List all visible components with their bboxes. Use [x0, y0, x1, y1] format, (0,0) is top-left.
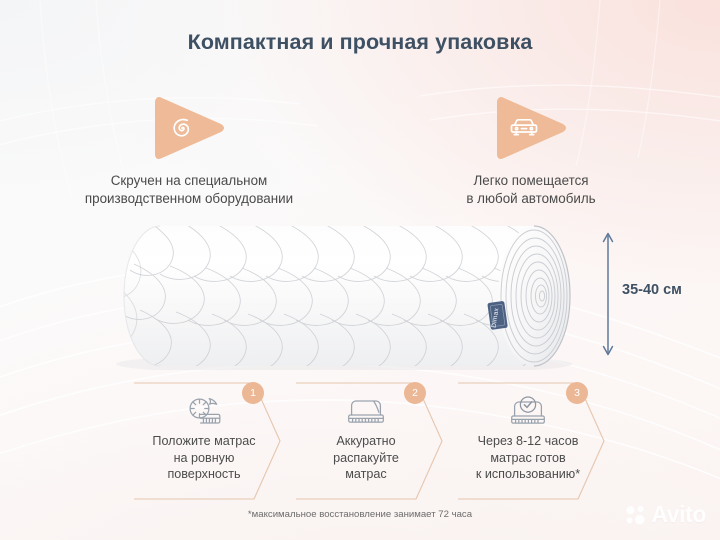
mattress-check-icon [510, 394, 546, 428]
spiral-roll-icon [173, 118, 190, 137]
feature-list: Скручен на специальном производственном … [0, 92, 720, 208]
step-label: Положите матрас на ровную поверхность [152, 434, 256, 481]
brand-tag: Dimax [487, 301, 508, 330]
step-content: Аккуратно распакуйте матрас [288, 382, 444, 500]
step-number-badge: 3 [566, 382, 588, 404]
rolled-mattress-image: Dimax [116, 225, 572, 370]
steps-list: Положите матрас на ровную поверхность 1 [126, 382, 606, 500]
dimension-arrow-icon [602, 232, 614, 356]
step-label: Через 8-12 часов матрас готов к использо… [475, 434, 581, 481]
step-content: Через 8-12 часов матрас готов к использо… [450, 382, 606, 500]
feature-caption: Скручен на специальном производственном … [84, 173, 294, 206]
svg-text:Dimax: Dimax [491, 307, 501, 328]
triangle-badge-shape [155, 97, 224, 159]
dimension-callout: 35-40 см [596, 228, 714, 360]
step-item-3: Через 8-12 часов матрас готов к использо… [450, 382, 606, 500]
avito-watermark: Avito [625, 501, 706, 528]
avito-wordmark: Avito [651, 501, 706, 527]
step-label: Аккуратно распакуйте матрас [333, 434, 399, 481]
rolling-mattress-icon [185, 394, 223, 428]
mattress-icon [348, 394, 384, 428]
feature-item-car: Легко помещается в любой автомобиль [406, 92, 656, 208]
step-chevron-shape [134, 382, 281, 500]
feature-badge [489, 92, 573, 164]
avito-dots-icon [626, 505, 645, 524]
feature-item-production: Скручен на специальном производственном … [64, 92, 314, 208]
step-item-1: Положите матрас на ровную поверхность 1 [126, 382, 282, 500]
step-chevron-shape [458, 382, 605, 500]
step-number-badge: 1 [242, 382, 264, 404]
step-number-badge: 2 [404, 382, 426, 404]
feature-badge [147, 92, 231, 164]
step-item-2: Аккуратно распакуйте матрас 2 [288, 382, 444, 500]
car-icon [510, 118, 538, 136]
step-content: Положите матрас на ровную поверхность [126, 382, 282, 500]
step-chevron-shape [296, 382, 443, 500]
footnote-text: *максимальное восстановление занимает 72… [247, 509, 473, 520]
feature-caption: Легко помещается в любой автомобиль [466, 173, 596, 206]
dimension-label: 35-40 см [622, 282, 682, 298]
page-title: Компактная и прочная упаковка [187, 30, 533, 54]
